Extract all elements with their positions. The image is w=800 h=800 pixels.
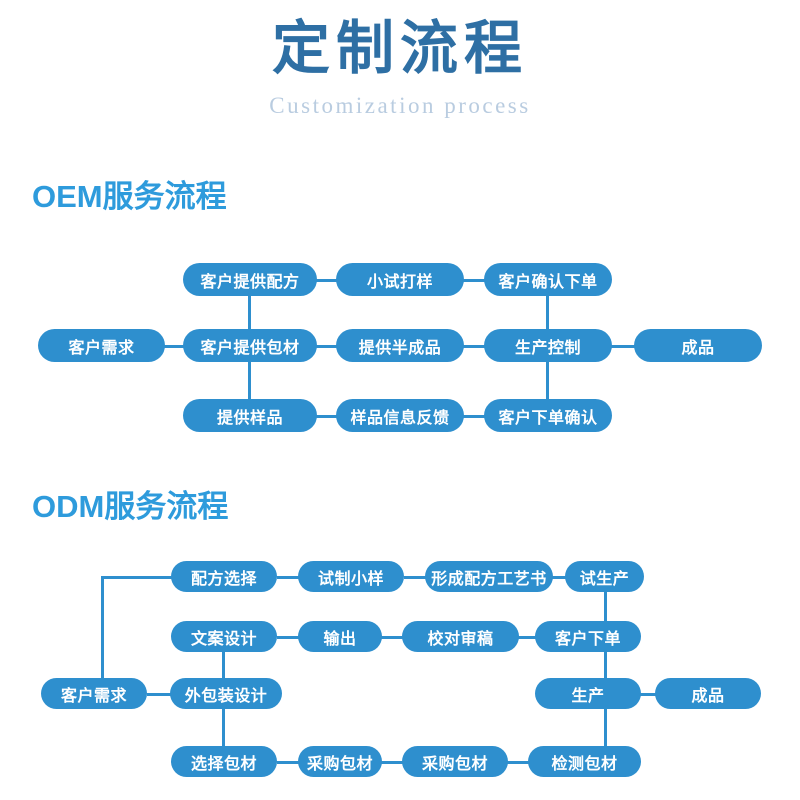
node-oem-shengchan-kongzhi[interactable]: 生产控制 [484, 329, 612, 362]
odm-connector-h-caigou1-caigou2 [381, 761, 403, 764]
page-title: 定制流程 [271, 16, 528, 81]
node-odm-wenan-sheji[interactable]: 文案设计 [171, 621, 277, 652]
oem-connector-h-bancheng-kongzhi [463, 345, 485, 348]
odm-connector-h-jiaodui-kehuxiadan [518, 636, 536, 639]
node-odm-caigou-baocai-2[interactable]: 采购包材 [402, 746, 508, 777]
odm-connector-h-peifang-shizhi [277, 576, 299, 579]
node-odm-jiaodui-shengao[interactable]: 校对审稿 [402, 621, 519, 652]
oem-connector-h-kongzhi-chengpin [611, 345, 635, 348]
oem-connector-h-peifang-dayang [315, 279, 337, 282]
node-odm-xingcheng-gongyishu[interactable]: 形成配方工艺书 [425, 561, 553, 592]
section-heading-odm: ODM服务流程 [32, 489, 229, 524]
oem-connector-h-dayang-queren [463, 279, 485, 282]
odm-connector-h-xuanze-caigou1 [277, 761, 299, 764]
node-odm-kehu-xuqiu[interactable]: 客户需求 [41, 678, 147, 709]
oem-connector-h-baocai-bancheng [315, 345, 337, 348]
node-odm-xuanze-baocai[interactable]: 选择包材 [171, 746, 277, 777]
node-odm-shuchu[interactable]: 输出 [298, 621, 382, 652]
node-oem-kehu-xiadan-queren[interactable]: 客户下单确认 [484, 399, 612, 432]
oem-connector-h-xuqiu-baocai [163, 345, 187, 348]
odm-connector-h-wenan-shuchu [277, 636, 299, 639]
odm-connector-h-caigou2-jiance [507, 761, 529, 764]
node-odm-chengpin[interactable]: 成品 [655, 678, 761, 709]
oem-connector-h-fankui-xiadan [463, 415, 485, 418]
odm-connector-h-shuchu-jiaodui [381, 636, 403, 639]
odm-connector-v-elbow-riser [101, 576, 104, 694]
node-odm-peifang-xuanze[interactable]: 配方选择 [171, 561, 277, 592]
node-odm-caigou-baocai-1[interactable]: 采购包材 [298, 746, 382, 777]
node-odm-shengchan[interactable]: 生产 [535, 678, 641, 709]
node-odm-shizhi-xiaoyang[interactable]: 试制小样 [298, 561, 404, 592]
node-oem-tigong-bancheng[interactable]: 提供半成品 [336, 329, 464, 362]
node-oem-yangpin-fankui[interactable]: 样品信息反馈 [336, 399, 464, 432]
odm-connector-v-right-column [604, 576, 607, 762]
node-oem-kehu-queren-xiadan[interactable]: 客户确认下单 [484, 263, 612, 296]
node-odm-kehu-xiadan[interactable]: 客户下单 [535, 621, 641, 652]
node-oem-kehu-xuqiu[interactable]: 客户需求 [38, 329, 165, 362]
node-odm-shi-shengchan[interactable]: 试生产 [565, 561, 644, 592]
oem-connector-h-yangpin-fankui [315, 415, 337, 418]
odm-connector-h-gongyishu-shishengchan [552, 576, 566, 579]
node-oem-kehu-tigong-peifang[interactable]: 客户提供配方 [183, 263, 317, 296]
node-odm-waibaozhuang-sheji[interactable]: 外包装设计 [170, 678, 282, 709]
odm-connector-h-shizhi-gongyishu [404, 576, 426, 579]
odm-connector-h-shengchan-chengpin [634, 693, 656, 696]
node-oem-kehu-tigong-baocai[interactable]: 客户提供包材 [183, 329, 317, 362]
node-odm-jiance-baocai[interactable]: 检测包材 [528, 746, 641, 777]
odm-connector-h-xuqiu-waibaozhuang [147, 693, 171, 696]
page-subtitle: Customization process [269, 93, 531, 118]
section-heading-oem: OEM服务流程 [32, 179, 227, 214]
node-oem-tigong-yangpin[interactable]: 提供样品 [183, 399, 317, 432]
odm-connector-h-elbow-top [101, 576, 173, 579]
node-oem-chengpin[interactable]: 成品 [634, 329, 762, 362]
node-oem-xiaoshi-dayang[interactable]: 小试打样 [336, 263, 464, 296]
